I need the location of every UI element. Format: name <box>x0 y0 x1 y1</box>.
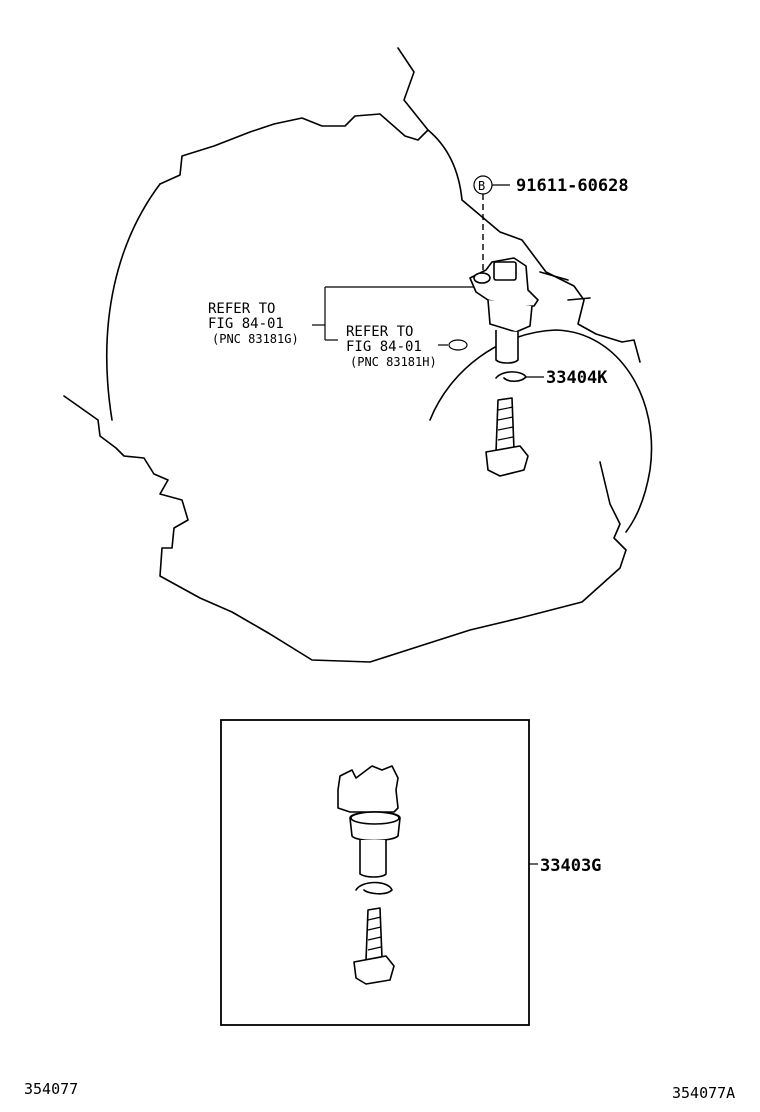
refer-note-1-line3: (PNC 83181G) <box>212 332 299 346</box>
kit-box: 33403G <box>220 719 601 1026</box>
driven-gear <box>485 397 529 477</box>
bolt-marker-letter: B <box>478 179 485 193</box>
refer-bracket <box>312 286 474 351</box>
footer-left-code: 354077 <box>24 1080 78 1098</box>
refer-note-2-line3: (PNC 83181H) <box>350 355 437 369</box>
transmission-housing-outline <box>63 47 653 663</box>
refer-note-1-line1: REFER TO <box>208 301 275 317</box>
refer-note-2-line2: FIG 84-01 <box>346 339 422 355</box>
o-ring-part-number: 33404K <box>546 368 608 388</box>
bolt-part-number: 91611-60628 <box>516 176 629 196</box>
bolt-leader: B <box>473 175 510 270</box>
kit-part-number: 33403G <box>540 856 601 876</box>
refer-note-2-line1: REFER TO <box>346 324 413 340</box>
o-ring <box>495 371 544 383</box>
footer-right-code: 354077A <box>672 1084 735 1102</box>
speed-sensor <box>469 257 539 364</box>
refer-note-1-line2: FIG 84-01 <box>208 316 284 332</box>
